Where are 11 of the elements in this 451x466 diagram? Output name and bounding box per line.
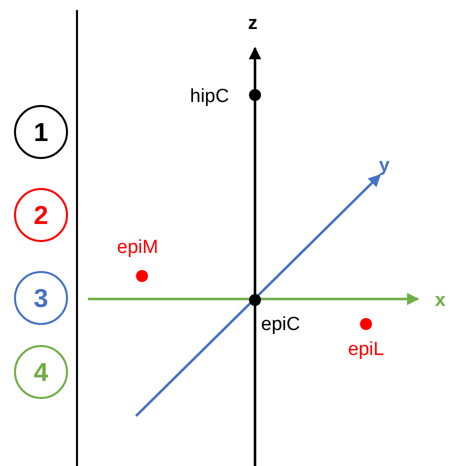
point-label: epiL: [348, 340, 384, 359]
number-circle: 3: [14, 271, 68, 325]
number-circle: 4: [14, 345, 68, 399]
point-label: epiC: [261, 315, 300, 334]
point-label: hipC: [190, 87, 230, 106]
number-circle: 1: [14, 105, 68, 159]
axis-label: x: [435, 291, 446, 310]
number-circle: 2: [14, 188, 68, 242]
axis-label: y: [379, 156, 390, 175]
axis-label: z: [248, 14, 258, 33]
point-label: epiM: [117, 238, 158, 257]
